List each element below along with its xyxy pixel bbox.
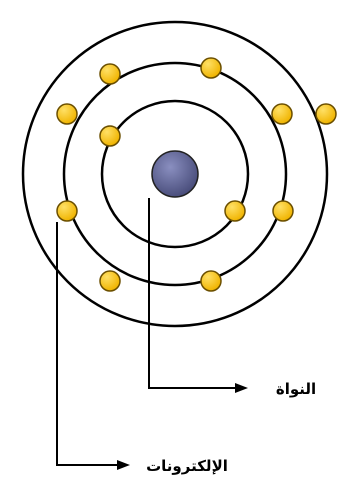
nucleus: [152, 151, 198, 197]
nucleus-arrowhead: [235, 383, 248, 393]
electron-shell-1-a: [100, 126, 120, 146]
electron-shell-2-d: [272, 104, 292, 124]
electron-shell-2-a: [100, 64, 120, 84]
electron-shell-2-b: [201, 58, 221, 78]
electron-shell-2-c: [57, 104, 77, 124]
electrons-connector: [57, 222, 118, 465]
electron-shell-2-h: [201, 271, 221, 291]
electron-shell-2-e: [57, 201, 77, 221]
electron-shell-3-a: [316, 104, 336, 124]
electron-shell-2-g: [100, 271, 120, 291]
nucleus-label: النواة: [276, 380, 316, 398]
electrons-label: الإلكترونات: [146, 457, 228, 475]
nucleus-connector: [149, 198, 236, 388]
electron-shell-2-f: [273, 201, 293, 221]
electron-shell-1-b: [225, 201, 245, 221]
electrons-arrowhead: [117, 460, 130, 470]
